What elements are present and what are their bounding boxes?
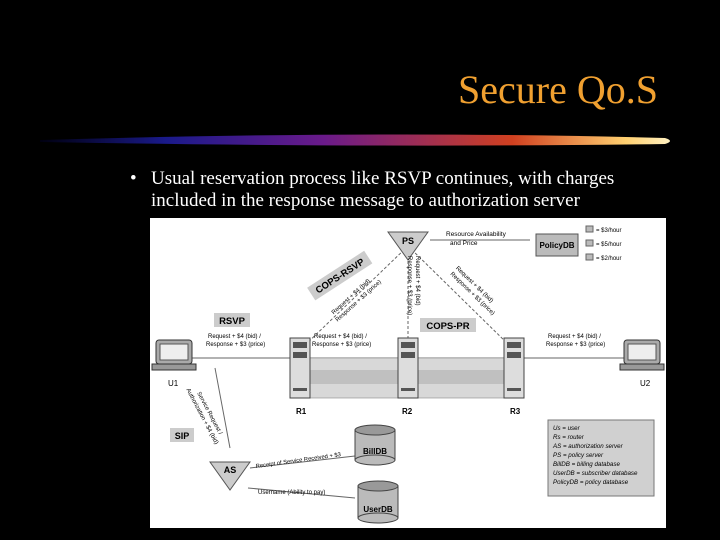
router-r3-icon — [503, 337, 525, 399]
ps-node: PS — [387, 231, 429, 261]
title-underline-swoosh — [40, 134, 670, 146]
userdb-database-icon: UserDB — [357, 480, 399, 524]
rsvp-label: RSVP — [214, 313, 250, 327]
svg-text:PolicyDB: PolicyDB — [539, 241, 574, 250]
legend-entry: PS = policy server — [553, 452, 604, 459]
legend-entry: Us = user — [553, 425, 581, 432]
price-list: = $3/hour = $5/hour = $2/hour — [585, 225, 622, 262]
legend-entry: Rs = router — [553, 434, 585, 441]
svg-text:UserDB: UserDB — [363, 505, 393, 514]
u2-label: U2 — [640, 379, 651, 388]
svg-text:PS: PS — [402, 236, 414, 246]
bullet-marker: • — [130, 168, 137, 189]
svg-text:COPS-PR: COPS-PR — [426, 321, 469, 332]
legend-box: Us = user Rs = router AS = authorization… — [547, 419, 655, 497]
msg-mid-response: Response + $3 (price) — [312, 342, 371, 348]
u2-computer-icon — [619, 339, 665, 371]
network-diagram: PS Resource Availability and Price Polic… — [150, 218, 666, 528]
msg-left-response: Response + $3 (price) — [206, 342, 265, 348]
legend-entry: UserDB = subscriber database — [553, 470, 638, 477]
legend-entry: BillDB = billing database — [553, 461, 620, 468]
r3-label: R3 — [510, 407, 521, 416]
router-r1-icon — [289, 337, 311, 399]
as-node: AS — [209, 461, 251, 491]
r1-label: R1 — [296, 407, 307, 416]
svg-text:RSVP: RSVP — [219, 316, 246, 327]
msg-resource-availability: Resource Availability — [446, 231, 507, 238]
svg-text:BillDB: BillDB — [363, 447, 387, 456]
svg-text:= $3/hour: = $3/hour — [596, 228, 622, 234]
bullet-text: Usual reservation process like RSVP cont… — [151, 168, 615, 211]
u1-computer-icon — [151, 339, 197, 371]
cops-pr-label: COPS-PR — [420, 318, 476, 332]
msg-right-request: Request + $4 (bid) / — [548, 334, 601, 340]
msg-and-price: and Price — [450, 240, 478, 247]
legend-entry: AS = authorization server — [552, 443, 624, 450]
svg-text:= $2/hour: = $2/hour — [596, 256, 622, 262]
svg-text:AS: AS — [224, 465, 237, 475]
msg-username: Username (Ability to pay) — [258, 490, 325, 496]
router-r2-icon — [397, 337, 419, 399]
msg-right-response: Response + $3 (price) — [546, 342, 605, 348]
u1-label: U1 — [168, 379, 179, 388]
msg-billing-receipt: Receipt of Service Received + $3 — [255, 452, 341, 470]
sip-label: SIP — [170, 428, 194, 442]
msg-left-request: Request + $4 (bid) / — [208, 334, 261, 340]
msg-ps-r2-response: Response + $3 (price) — [406, 256, 412, 315]
msg-ps-r2-request: Request + $4 (bid) — [414, 256, 420, 306]
policydb-node: PolicyDB — [535, 233, 579, 257]
legend-entry: PolicyDB = policy database — [553, 479, 629, 486]
slide-title: Secure Qo.S — [458, 67, 658, 112]
msg-mid-request: Request + $4 (bid) / — [314, 334, 367, 340]
billdb-database-icon: BillDB — [354, 424, 396, 466]
r2-label: R2 — [402, 407, 413, 416]
bullet-item: • Usual reservation process like RSVP co… — [130, 168, 660, 212]
svg-text:SIP: SIP — [175, 431, 190, 441]
svg-text:= $5/hour: = $5/hour — [596, 242, 622, 248]
